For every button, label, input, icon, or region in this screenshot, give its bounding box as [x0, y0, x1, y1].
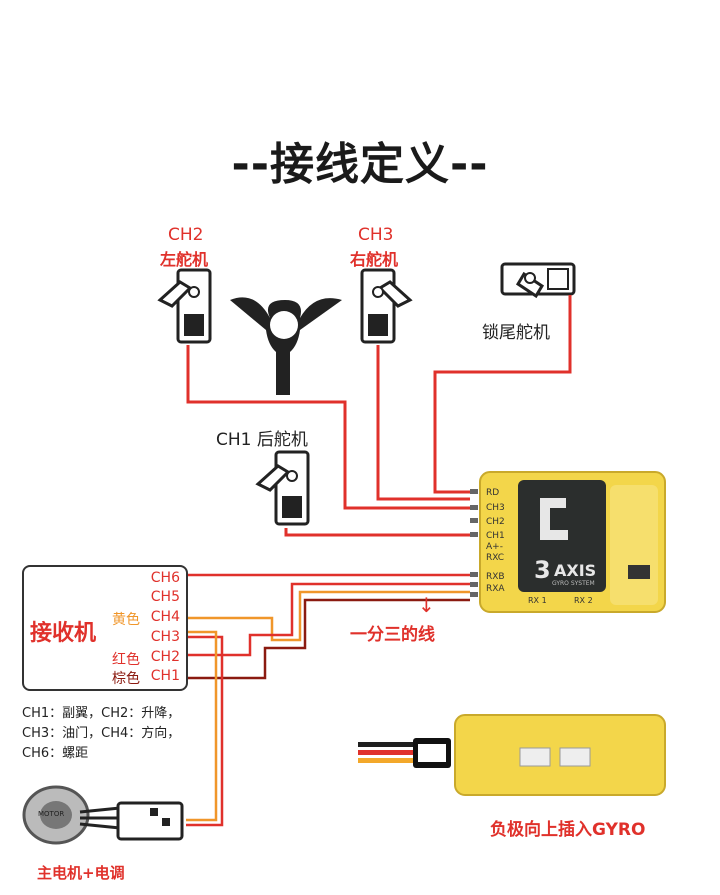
gyro-pin-rxb: RXB	[486, 572, 505, 582]
gyro-subtitle: GYRO SYSTEM	[552, 580, 595, 587]
left-servo-icon	[157, 268, 212, 344]
receiver-ch1: CH1	[150, 668, 180, 684]
left-servo-name: 左舵机	[160, 250, 209, 269]
tail-servo-label: 锁尾舵机	[482, 323, 550, 343]
gyro-logo-digit: 3	[534, 556, 551, 584]
gyro-logo-word: AXIS	[554, 561, 597, 580]
gyro-unit	[470, 471, 666, 613]
receiver-name: 接收机	[30, 621, 97, 646]
gyro-pin-rd: RD	[486, 488, 500, 498]
down-arrow-icon: ↓	[418, 593, 435, 617]
motor-esc-label: 主电机+电调	[37, 864, 125, 882]
receiver-ch4: CH4	[150, 609, 180, 625]
right-servo-name: 右舵机	[350, 250, 399, 269]
page-title: --接线定义--	[231, 139, 489, 190]
rear-servo-label: CH1 后舵机	[216, 430, 308, 450]
right-servo-channel: CH3	[358, 225, 394, 245]
gyro-rx2: RX 2	[574, 596, 593, 605]
gyro-plug-icon	[358, 714, 666, 796]
gyro-pin-ch3: CH3	[486, 503, 505, 513]
motor-esc-icon	[22, 785, 184, 845]
red-label: 红色	[112, 652, 140, 668]
channel-legend: CH1：副翼，CH2：升降， CH3：油门，CH4：方向， CH6：螺距	[22, 706, 181, 761]
gyro-pin-power: A+-	[486, 542, 503, 552]
swashplate-icon	[230, 297, 342, 395]
split-cable-label: 一分三的线	[350, 625, 435, 645]
brown-label: 棕色	[112, 671, 140, 687]
gyro-pin-rxa: RXA	[486, 584, 505, 594]
receiver-ch3: CH3	[150, 629, 180, 645]
receiver-ch5: CH5	[150, 589, 180, 605]
gyro-rx1: RX 1	[528, 596, 547, 605]
rear-servo-icon	[255, 450, 310, 526]
plug-direction-note: 负极向上插入GYRO	[490, 820, 646, 840]
gyro-pin-ch2: CH2	[486, 517, 505, 527]
receiver-box: CH6 CH5 CH4 CH3 CH2 CH1 黄色 红色 棕色 接收机	[22, 565, 188, 691]
left-servo-channel: CH2	[168, 225, 204, 245]
motor-text: MOTOR	[38, 810, 65, 818]
gyro-pin-rxc: RXC	[486, 553, 505, 563]
yellow-label: 黄色	[112, 612, 140, 628]
receiver-ch2: CH2	[150, 649, 180, 665]
receiver-ch6: CH6	[150, 570, 180, 586]
tail-servo-icon	[500, 262, 576, 299]
right-servo-icon	[360, 268, 413, 344]
gyro-pin-ch1: CH1	[486, 531, 505, 541]
